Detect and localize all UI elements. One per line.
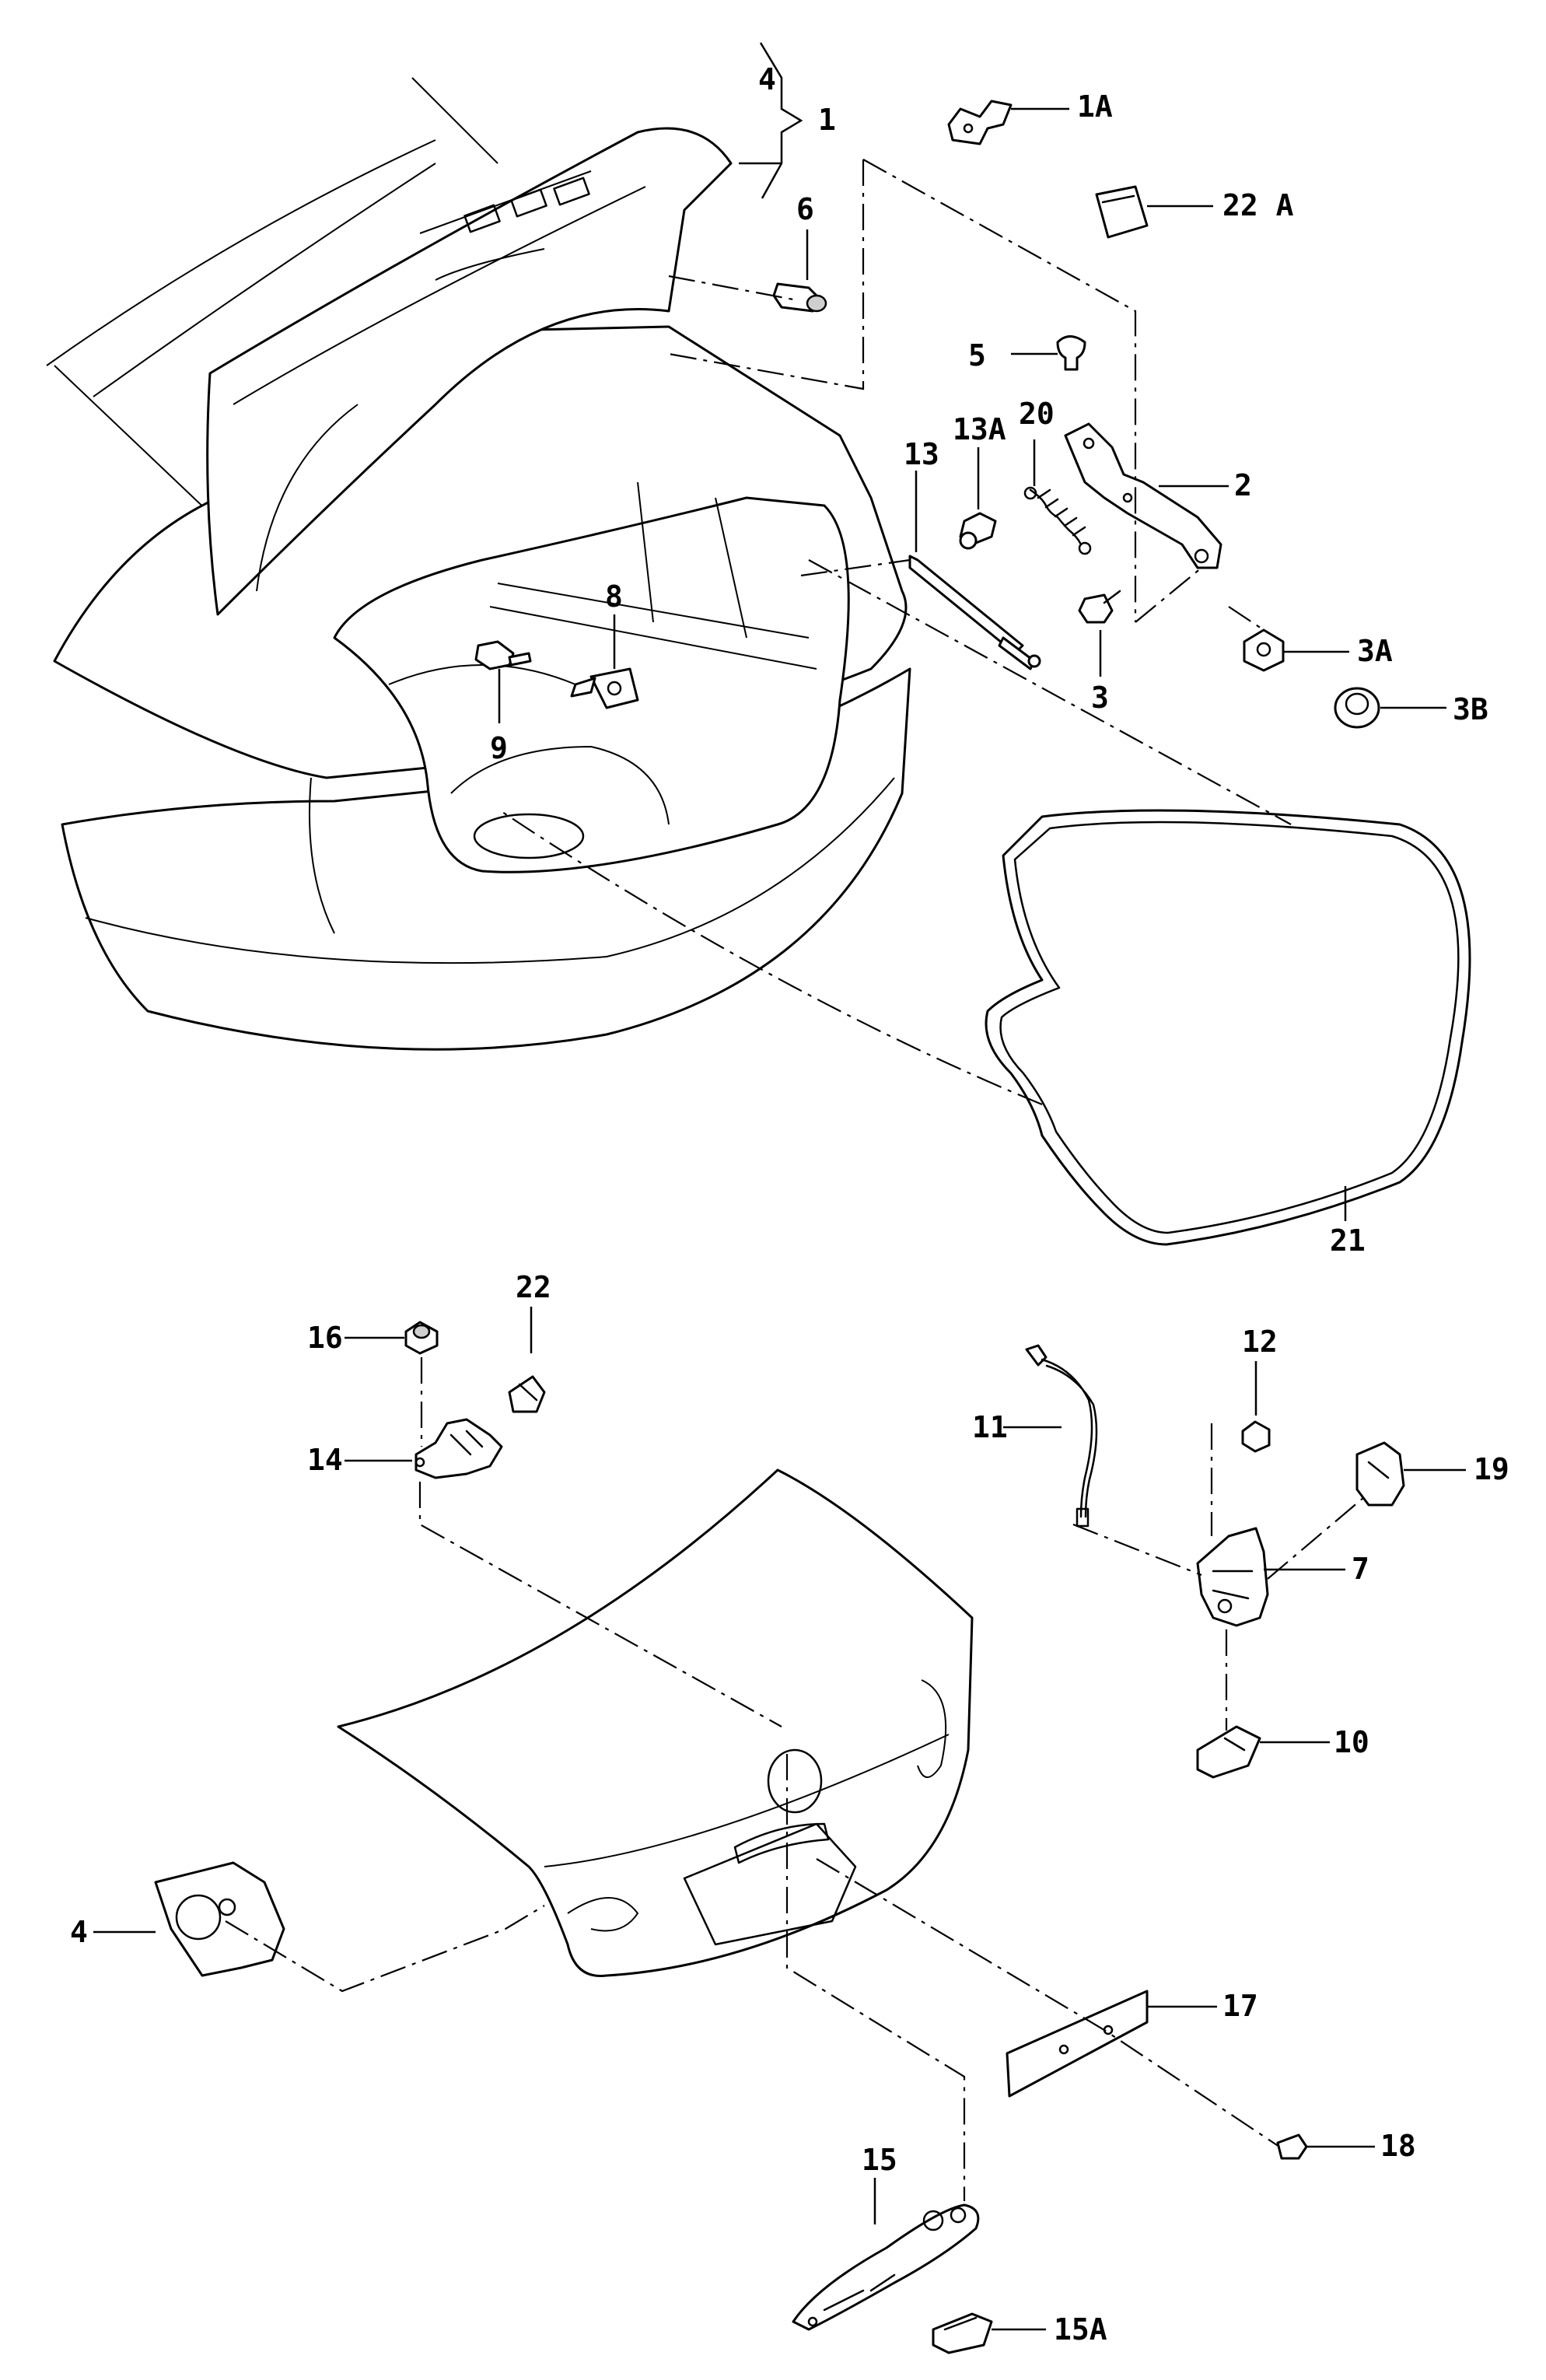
label-9: 9 — [490, 731, 508, 765]
label-4-bottom: 4 — [70, 1915, 88, 1949]
part-5-clip — [1011, 335, 1086, 371]
part-16-nut — [345, 1321, 439, 1355]
part-13A-ball-stud — [959, 447, 997, 550]
upper-assembly-lines — [497, 159, 1292, 1106]
label-10: 10 — [1334, 1725, 1369, 1759]
label-22A: 22 A — [1222, 188, 1294, 222]
label-14: 14 — [307, 1443, 343, 1477]
label-15: 15 — [862, 2143, 897, 2177]
part-6-bolt — [772, 229, 827, 313]
label-12: 12 — [1242, 1325, 1278, 1359]
car-rear-body — [46, 77, 911, 1051]
label-19: 19 — [1474, 1452, 1509, 1486]
label-7: 7 — [1352, 1552, 1369, 1586]
part-8-striker-plate — [570, 614, 639, 709]
part-11-cable — [1003, 1344, 1098, 1528]
label-22: 22 — [516, 1270, 551, 1304]
part-3B-grommet — [1334, 687, 1446, 729]
part-10-switch — [1196, 1725, 1330, 1779]
part-22-buffer — [508, 1307, 546, 1413]
label-8: 8 — [605, 579, 623, 614]
part-13-gas-strut — [908, 471, 1041, 670]
lower-assembly-lines — [225, 1357, 1369, 2201]
label-20: 20 — [1019, 397, 1055, 431]
label-16: 16 — [307, 1321, 343, 1355]
label-3B: 3B — [1453, 692, 1488, 726]
callout-1-bracket — [739, 42, 803, 199]
part-1A-bracket — [947, 100, 1069, 145]
part-2-hinge — [1064, 422, 1229, 569]
label-17: 17 — [1222, 1989, 1258, 2023]
part-19-cover — [1355, 1441, 1466, 1507]
part-17-plate — [1006, 1990, 1217, 2098]
label-3A: 3A — [1357, 634, 1393, 668]
part-9-bolt — [474, 640, 532, 723]
part-4-tail-lamp — [93, 1861, 285, 1977]
trunk-lid — [337, 1468, 974, 1977]
part-22A-pad — [1095, 185, 1213, 239]
label-1: 1 — [818, 103, 836, 137]
part-20-spring — [1023, 439, 1092, 555]
part-7-lock-mechanism — [1196, 1527, 1345, 1627]
part-3A-nut — [1243, 628, 1349, 672]
part-3-bolt — [1078, 590, 1121, 677]
callout-labels: 4 1 1A 22 A 6 5 13A 20 13 2 8 3A 3 3B 9 … — [70, 62, 1509, 2347]
label-1A: 1A — [1077, 89, 1113, 124]
label-18: 18 — [1380, 2129, 1416, 2163]
label-3: 3 — [1091, 681, 1109, 715]
label-21: 21 — [1330, 1223, 1366, 1258]
part-14-lock — [345, 1418, 503, 1479]
label-4-top: 4 — [758, 62, 776, 96]
part-12-nut — [1241, 1361, 1271, 1453]
label-13: 13 — [904, 437, 939, 471]
part-21-seal — [985, 809, 1471, 1246]
label-15A: 15A — [1054, 2312, 1107, 2347]
label-6: 6 — [796, 192, 814, 226]
label-2: 2 — [1234, 468, 1252, 502]
label-13A: 13A — [953, 412, 1006, 446]
part-18-screw — [1276, 2133, 1375, 2160]
part-15A-insert — [932, 2312, 1046, 2354]
label-11: 11 — [972, 1410, 1008, 1444]
part-15-handle-strip — [792, 2178, 980, 2331]
label-5: 5 — [968, 338, 986, 373]
